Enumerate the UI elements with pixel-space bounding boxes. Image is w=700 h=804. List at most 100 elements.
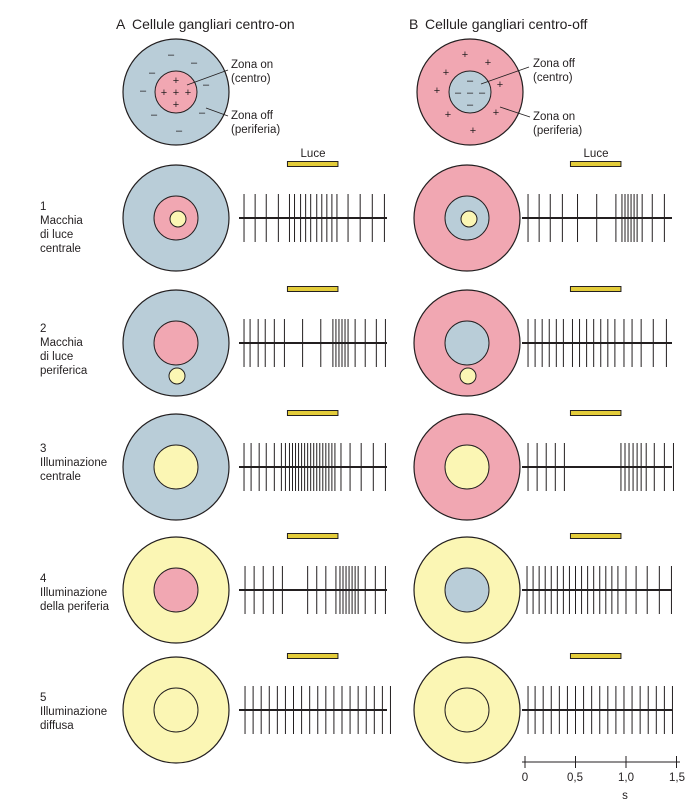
row-1-number: 1 [40,201,46,213]
key-a-center-pointer [186,69,229,86]
receptive-field-center [153,567,199,613]
off-center-row-1 [413,161,672,272]
center-sign: – [455,87,462,99]
key-b-surround-pointer [499,106,531,118]
key-a-center-label-1: Zona on [231,59,273,71]
receptive-field-center [153,444,199,490]
time-scale-ticks [524,756,677,768]
center-sign: + [173,75,179,87]
row-2-label-line: periferica [40,365,88,377]
light-on-bar [286,161,339,167]
on-center-row-2 [122,286,387,397]
light-spot-surround [459,367,477,385]
receptive-field-center [444,320,490,366]
center-sign: + [173,99,179,111]
panel-a-title: Cellule gangliari centro-on [132,16,295,32]
on-center-row-4 [122,533,387,644]
surround-sign: – [203,79,210,91]
key-a-signs: ––––––––+++++ [140,49,210,137]
off-center-row-5 [413,653,673,764]
stimulus-rows [122,161,674,764]
off-center-row-2 [413,286,672,397]
light-on-bar [286,410,339,416]
center-sign: – [467,87,474,99]
on-center-row-5 [122,653,391,764]
row-4-label-line: Illuminazione [40,587,107,599]
light-label-a: Luce [301,148,326,160]
stimulus-row-4 [122,533,672,644]
row-2-label-line: di luce [40,351,73,363]
row-4-number: 4 [40,573,47,585]
panel-b-heading: B Cellule gangliari centro-off [409,16,587,32]
row-2-label: 2 Macchia di luce periferica [40,323,88,377]
light-on-bar [569,653,622,659]
row-3-label-line: centrale [40,471,81,483]
surround-sign: + [470,125,476,137]
stimulus-row-3 [122,410,674,521]
row-2-number: 2 [40,323,46,335]
row-1-label: 1 Macchia di luce centrale [40,201,83,255]
surround-sign: – [168,49,175,61]
on-center-row-1 [122,161,387,272]
key-a-surround-label-1: Zona off [231,110,274,122]
key-b-surround-label-1: Zona on [533,111,575,123]
time-unit-label: s [622,790,628,802]
light-on-bar [569,286,622,292]
light-on-bar [286,286,339,292]
surround-sign: + [445,109,451,121]
surround-sign: – [176,125,183,137]
off-center-row-4 [413,533,672,644]
center-sign: – [467,99,474,111]
stimulus-row-2 [122,286,672,397]
surround-sign: – [191,57,198,69]
center-sign: – [467,75,474,87]
row-3-number: 3 [40,443,46,455]
time-tick-label-0: 0 [522,772,528,784]
key-b-center-label-2: (centro) [533,72,573,84]
light-spot-center [460,210,478,228]
surround-sign: – [140,85,147,97]
center-sign: + [173,87,179,99]
surround-sign: – [149,67,156,79]
surround-sign: + [462,49,468,61]
key-a-center [154,70,198,114]
surround-sign: + [443,67,449,79]
surround-sign: + [497,79,503,91]
surround-sign: + [434,85,440,97]
key-a-center-label-2: (centro) [231,73,271,85]
row-2-label-line: Macchia [40,337,83,349]
row-5-label: 5 Illuminazione diffusa [40,692,107,732]
light-on-bar [286,533,339,539]
row-5-label-line: diffusa [40,720,74,732]
receptive-field-center [444,444,490,490]
light-on-bar [286,653,339,659]
off-center-row-3 [413,410,674,521]
row-5-number: 5 [40,692,46,704]
light-on-bar [569,161,622,167]
receptive-field-center [444,687,490,733]
on-center-row-3 [122,410,387,521]
surround-sign: + [485,57,491,69]
row-5-label-line: Illuminazione [40,706,107,718]
row-1-label-line: centrale [40,243,81,255]
row-4-label-line: della periferia [40,601,110,613]
time-tick-label-3: 1,5 [669,772,685,784]
key-b-center-pointer [480,66,530,85]
light-spot-center [169,210,187,228]
key-a-surround-label-2: (periferia) [231,124,280,136]
surround-sign: + [493,107,499,119]
row-1-label-line: di luce [40,229,73,241]
surround-sign: – [199,107,206,119]
row-3-label: 3 Illuminazione centrale [40,443,107,483]
receptive-field-center [153,320,199,366]
light-on-bar [569,410,622,416]
surround-sign: – [151,109,158,121]
receptive-field-center [444,567,490,613]
center-sign: – [479,87,486,99]
key-b-surround-label-2: (periferia) [533,125,582,137]
center-sign: + [161,87,167,99]
light-spot-surround [168,367,186,385]
stimulus-row-1 [122,161,672,272]
